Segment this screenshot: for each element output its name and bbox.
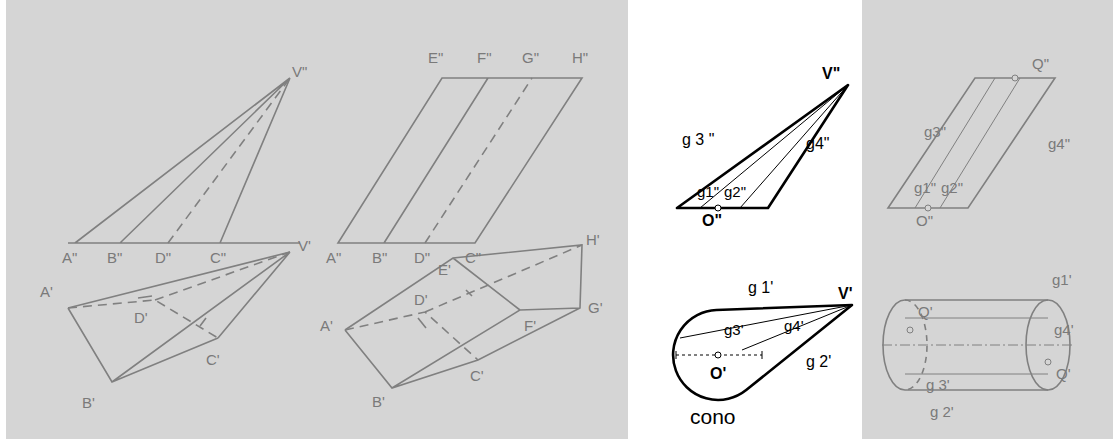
point-label: H" bbox=[572, 50, 588, 65]
generatrix-label: g1" bbox=[914, 180, 936, 195]
cone-outline bbox=[677, 85, 848, 208]
point-label: D" bbox=[414, 250, 430, 265]
gray-panel bbox=[862, 0, 1113, 439]
center-point bbox=[925, 205, 931, 211]
point-label: E' bbox=[438, 262, 451, 277]
point-label: A' bbox=[320, 318, 333, 333]
vertex-label: V" bbox=[822, 66, 840, 82]
generatrix-label: g4" bbox=[1048, 136, 1070, 151]
center-point bbox=[715, 205, 721, 211]
generatrix-label: g1" bbox=[697, 184, 719, 199]
visible-edge bbox=[68, 252, 290, 382]
point-label: A' bbox=[40, 284, 53, 299]
center-label: Q' bbox=[918, 304, 933, 319]
center-label: O" bbox=[702, 213, 722, 229]
generatrix-label: g4" bbox=[806, 136, 829, 152]
vertex-label: V' bbox=[838, 286, 852, 302]
gray-panel bbox=[6, 0, 628, 439]
generatrix-label: g 2' bbox=[930, 404, 954, 419]
point-label: G' bbox=[588, 300, 603, 315]
vertex-label: V' bbox=[298, 238, 311, 253]
generatrix-label: g 3 " bbox=[682, 132, 714, 148]
prism-top-view bbox=[345, 245, 582, 388]
point-label: C' bbox=[470, 368, 484, 383]
generatrix-label: g3" bbox=[924, 124, 946, 139]
pyramid-top-view bbox=[68, 252, 290, 382]
hidden-edge bbox=[68, 252, 290, 338]
generatrix-line bbox=[680, 305, 852, 350]
axis-line bbox=[882, 345, 1075, 346]
generatrix-label: g 1' bbox=[748, 280, 773, 296]
visible-edge bbox=[68, 78, 300, 243]
vertex-label: V" bbox=[292, 64, 307, 79]
center-point bbox=[907, 327, 913, 333]
generatrix-label: g 2' bbox=[806, 354, 831, 370]
point-label: C' bbox=[206, 352, 220, 367]
cone-top-view bbox=[673, 305, 852, 400]
generatrix-line bbox=[915, 78, 1020, 208]
center-label: Q' bbox=[1056, 366, 1071, 381]
tick-mark bbox=[138, 296, 206, 326]
point-label: F" bbox=[477, 50, 492, 65]
cylinder-front-view bbox=[888, 75, 1055, 211]
point-label: B" bbox=[372, 250, 387, 265]
point-label: D' bbox=[414, 292, 428, 307]
pyramid-front-view bbox=[68, 78, 300, 243]
point-label: D" bbox=[155, 250, 171, 265]
point-label: G" bbox=[522, 50, 539, 65]
generatrix-label: g2" bbox=[724, 184, 746, 199]
hidden-edge bbox=[345, 245, 582, 360]
center-point bbox=[1045, 359, 1051, 365]
prism-front-view bbox=[338, 78, 582, 243]
point-label: E" bbox=[428, 50, 443, 65]
center-point bbox=[715, 352, 721, 358]
visible-edge bbox=[338, 78, 582, 243]
point-label: F' bbox=[524, 318, 536, 333]
visible-edge bbox=[345, 245, 582, 388]
generatrix-label: g2" bbox=[941, 180, 963, 195]
point-label: A" bbox=[326, 250, 341, 265]
point-label: B" bbox=[107, 250, 122, 265]
cylinder-outline bbox=[888, 78, 1055, 208]
point-label: H' bbox=[586, 232, 600, 247]
tick-mark bbox=[676, 351, 762, 359]
point-label: C" bbox=[210, 250, 226, 265]
center-label: Q" bbox=[1032, 56, 1049, 71]
point-label: A" bbox=[62, 250, 77, 265]
generatrix-label: g4' bbox=[784, 318, 804, 333]
point-label: B' bbox=[372, 394, 385, 409]
center-label: O' bbox=[710, 366, 726, 382]
point-label: C" bbox=[465, 250, 481, 265]
center-label: O" bbox=[916, 213, 933, 228]
cone-front-view bbox=[677, 85, 848, 211]
generatrix-line bbox=[700, 85, 848, 208]
hidden-edge bbox=[425, 78, 532, 243]
generatrix-label: g 3' bbox=[926, 377, 950, 392]
generatrix-line bbox=[905, 318, 1048, 374]
generatrix-label: g3' bbox=[724, 322, 744, 337]
generatrix-label: g4' bbox=[1054, 322, 1074, 337]
generatrix-label: g1' bbox=[1052, 272, 1072, 287]
hidden-edge bbox=[168, 78, 290, 243]
point-label: B' bbox=[82, 395, 95, 410]
center-point bbox=[1012, 75, 1018, 81]
cylinder-top-view bbox=[882, 300, 1075, 390]
figure-title: cono bbox=[690, 406, 736, 427]
point-label: D' bbox=[134, 310, 148, 325]
cone-outline bbox=[673, 305, 852, 400]
